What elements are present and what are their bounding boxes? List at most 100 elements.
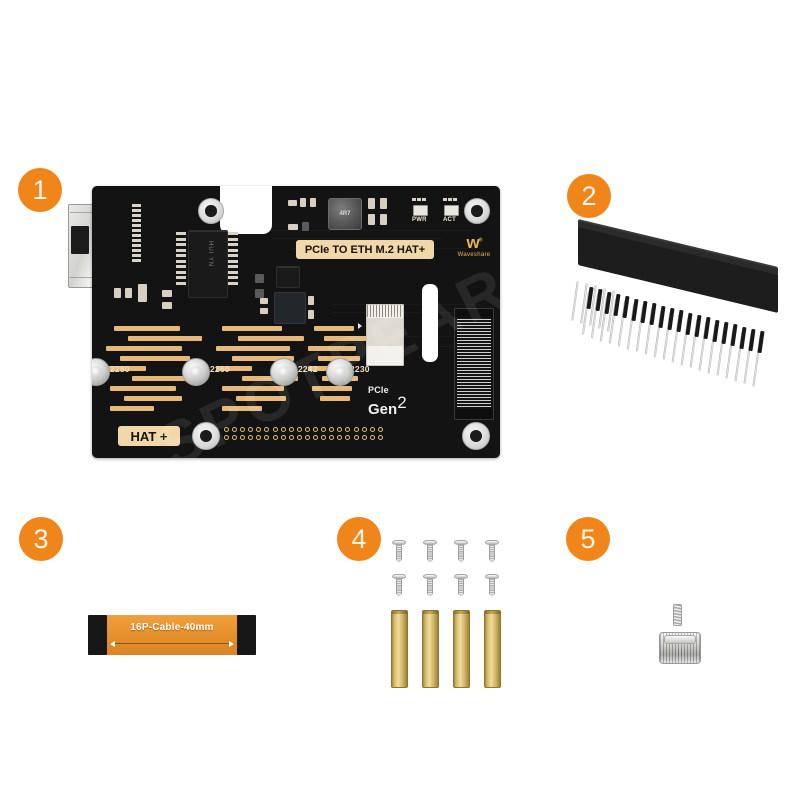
bridge-controller-ic	[274, 292, 306, 324]
item-number-badge-3: 3	[19, 517, 63, 561]
pcie-label: PCIe	[368, 385, 389, 395]
ssd-standoff-2230	[326, 358, 354, 386]
ffc-end-connector-left	[88, 615, 107, 655]
screw-tip	[396, 560, 402, 563]
item-number-badge-1: 1	[18, 168, 62, 212]
brass-standoff	[453, 610, 470, 688]
screw-head	[423, 540, 437, 545]
registered-trademark-icon: ®	[478, 237, 483, 244]
ssd-size-label-2230: 2230	[350, 364, 370, 374]
mounting-screw	[454, 574, 468, 598]
inductor-marking: 4R7	[339, 211, 351, 217]
ssd-size-label-2280: 2280	[110, 364, 130, 374]
screw-shaft	[489, 579, 495, 594]
screw-tip	[458, 594, 464, 597]
thumb-screw-thread	[673, 604, 682, 626]
mounting-screw	[423, 574, 437, 598]
screw-shaft	[396, 545, 402, 560]
ffc-ribbon	[88, 615, 256, 655]
ssd-size-label-2260: 2260	[210, 364, 230, 374]
screw-tip	[396, 594, 402, 597]
ffc-end-connector-right	[237, 615, 256, 655]
ffc-cable: 16P-Cable-40mm	[88, 615, 256, 655]
ssd-standoff-2260	[182, 358, 210, 386]
ffc-connector-contacts	[367, 305, 403, 317]
screw-head	[454, 574, 468, 579]
mounting-screw	[454, 540, 468, 564]
m2-socket-top-bar	[455, 309, 493, 317]
act-led-label: ACT	[443, 217, 456, 223]
ffc-length-dimension-arrow	[110, 640, 234, 647]
brass-standoff	[484, 610, 501, 688]
item-number-badge-4: 4	[337, 517, 381, 561]
thumb-screw-collar	[664, 635, 696, 644]
waveshare-mark: w®	[448, 234, 500, 251]
screw-head	[485, 574, 499, 579]
screw-shaft	[427, 545, 433, 560]
board-mounting-hole-bottom-left	[192, 422, 220, 450]
m2-socket-contacts	[457, 317, 491, 411]
pwr-led-label: PWR	[412, 217, 427, 223]
pcie-gen-number: 2	[397, 392, 407, 412]
badge-label: 1	[32, 174, 48, 205]
screw-shaft	[396, 579, 402, 594]
thumb-screw	[659, 604, 701, 664]
mounting-screw	[392, 540, 406, 564]
ssd-standoff-2242	[270, 358, 298, 386]
brass-standoff	[391, 610, 408, 688]
mounting-screw	[485, 540, 499, 564]
badge-label: 3	[33, 523, 49, 554]
mounting-screw	[423, 540, 437, 564]
ffc-connector-on-board[interactable]	[366, 304, 404, 366]
badge-label: 2	[581, 180, 597, 211]
ethernet-controller-ic: HUI YN	[188, 230, 228, 298]
pcb-slot-cutout	[422, 284, 438, 362]
item-number-badge-5: 5	[566, 517, 610, 561]
pcb-substrate: 4R7 PWR ACT PCIe TO ETH M.2 HAT+ w®	[92, 186, 500, 458]
screw-head	[392, 540, 406, 545]
ffc-pin1-arrow-icon	[358, 323, 362, 329]
screw-head	[423, 574, 437, 579]
screw-tip	[458, 560, 464, 563]
item-number-badge-2: 2	[567, 174, 611, 218]
m2-m-key-socket[interactable]	[454, 308, 494, 420]
waveshare-logo: w® Waveshare	[448, 234, 500, 258]
ffc-cable-label: 16P-Cable-40mm	[130, 622, 214, 633]
board-mounting-hole-bottom-right	[462, 422, 490, 450]
badge-label: 5	[580, 523, 596, 554]
crystal-oscillator	[276, 266, 300, 288]
board-title-silkscreen: PCIe TO ETH M.2 HAT+	[296, 240, 434, 259]
m2-socket-bottom-bar	[455, 409, 493, 419]
ffc-connector-latch[interactable]	[367, 318, 403, 346]
pcie-generation-marking: PCIe Gen2	[368, 386, 407, 417]
mounting-screw	[392, 574, 406, 598]
rj45-port-opening	[71, 226, 89, 255]
waveshare-mark-glyph: w	[466, 233, 480, 252]
screw-tip	[489, 594, 495, 597]
screw-shaft	[489, 545, 495, 560]
pcb-top-notch	[220, 186, 272, 234]
screw-head	[454, 540, 468, 545]
badge-label: 4	[351, 523, 367, 554]
screw-shaft	[458, 579, 464, 594]
brass-standoff	[422, 610, 439, 688]
screw-tip	[427, 560, 433, 563]
hat-plus-silkscreen: HAT +	[118, 426, 180, 446]
mounting-screw	[485, 574, 499, 598]
pwr-led	[413, 205, 428, 216]
screw-tip	[489, 560, 495, 563]
waveshare-wordmark: Waveshare	[457, 252, 491, 258]
screw-shaft	[427, 579, 433, 594]
screw-shaft	[458, 545, 464, 560]
screw-tip	[427, 594, 433, 597]
power-inductor: 4R7	[328, 198, 362, 230]
gpio-pad-array	[224, 427, 383, 440]
board-mounting-hole-top-left	[198, 198, 224, 224]
ic-marking: HUI YN	[207, 241, 213, 268]
screw-head	[392, 574, 406, 579]
screw-head	[485, 540, 499, 545]
ssd-size-label-2242: 2242	[298, 364, 318, 374]
pcie-gen-label: Gen2	[368, 392, 407, 418]
